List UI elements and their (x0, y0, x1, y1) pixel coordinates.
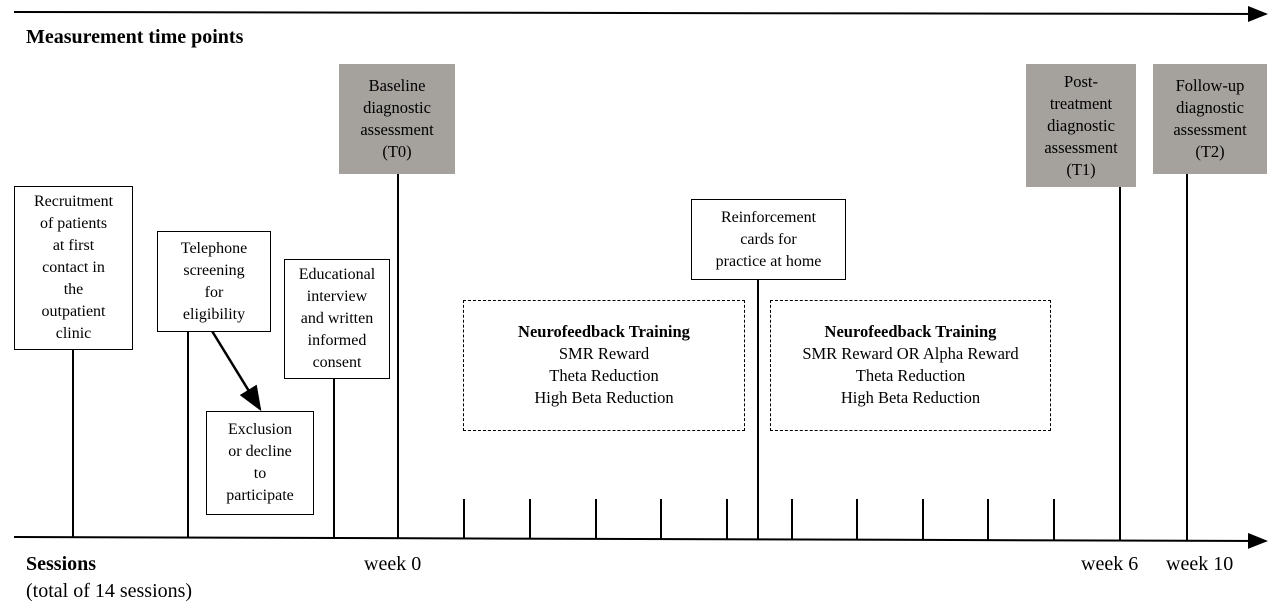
exclusion-box: Exclusion or decline to participate (206, 411, 314, 515)
training-line: High Beta Reduction (840, 388, 981, 407)
box-line: Baseline (368, 76, 426, 95)
box-line: Follow-up (1175, 76, 1245, 95)
sessions-label: Sessions (26, 553, 97, 575)
box-line: interview (306, 288, 368, 305)
sessions-note: (total of 14 sessions) (26, 580, 193, 602)
baseline-assessment-box: Baseline diagnostic assessment (T0) (339, 64, 455, 174)
box-line: the (63, 281, 84, 298)
box-line: diagnostic (1176, 98, 1244, 117)
box-line: assessment (1173, 120, 1247, 139)
reinforcement-cards-box: Reinforcement cards for practice at home (691, 199, 846, 280)
box-line: screening (183, 261, 245, 279)
training-line: Theta Reduction (549, 366, 659, 385)
training-title: Neurofeedback Training (518, 322, 690, 341)
box-line: assessment (1044, 137, 1118, 157)
exclusion-arrow (210, 330, 262, 412)
box-line: Recruitment (33, 193, 114, 210)
training-title: Neurofeedback Training (824, 322, 997, 341)
training-line: SMR Reward OR Alpha Reward (802, 344, 1019, 363)
box-line: participate (226, 487, 294, 504)
week-6-label: week 6 (1081, 553, 1139, 575)
top-timeline-arrow (13, 5, 1268, 22)
training-line: Theta Reduction (855, 366, 966, 385)
box-line: and written (300, 310, 374, 327)
box-line: (T2) (1195, 142, 1225, 161)
box-line: at first (52, 237, 95, 254)
telephone-screening-box: Telephone screening for eligibility (157, 231, 271, 332)
box-line: Reinforcement (720, 208, 817, 226)
box-line: cards for (740, 230, 797, 248)
box-line: of patients (39, 215, 108, 232)
box-line: (T0) (382, 142, 412, 161)
box-line: consent (312, 354, 362, 371)
box-line: or decline (228, 443, 292, 460)
box-line: (T1) (1066, 159, 1096, 179)
week-10-label: week 10 (1166, 553, 1234, 575)
box-line: Telephone (180, 239, 248, 257)
educational-interview-box: Educational interview and written inform… (284, 259, 390, 379)
recruitment-box: Recruitment of patients at first contact… (14, 186, 133, 350)
box-line: to (253, 465, 267, 482)
box-line: Exclusion (228, 421, 292, 438)
session-ticks (463, 499, 1055, 540)
box-line: practice at home (715, 252, 822, 270)
training-line: High Beta Reduction (534, 388, 674, 407)
box-line: Educational (298, 266, 376, 283)
box-line: assessment (360, 120, 434, 139)
box-line: clinic (55, 325, 92, 342)
training-line: SMR Reward (558, 344, 650, 363)
training-block-2: Neurofeedback Training SMR Reward OR Alp… (770, 300, 1051, 431)
box-line: for (204, 283, 224, 301)
box-line: treatment (1049, 93, 1113, 113)
box-line: diagnostic (363, 98, 431, 117)
box-line: outpatient (41, 303, 106, 320)
session-timeline-arrow (13, 532, 1268, 549)
week-0-label: week 0 (364, 553, 422, 575)
box-line: Post- (1064, 71, 1098, 91)
training-block-1: Neurofeedback Training SMR Reward Theta … (463, 300, 745, 431)
measurement-title: Measurement time points (26, 26, 244, 48)
post-treatment-assessment-box: Post- treatment diagnostic assessment (T… (1026, 64, 1136, 187)
box-line: eligibility (182, 305, 246, 323)
box-line: informed (307, 332, 367, 349)
box-line: contact in (42, 259, 105, 276)
box-line: diagnostic (1047, 115, 1115, 135)
follow-up-assessment-box: Follow-up diagnostic assessment (T2) (1153, 64, 1267, 174)
